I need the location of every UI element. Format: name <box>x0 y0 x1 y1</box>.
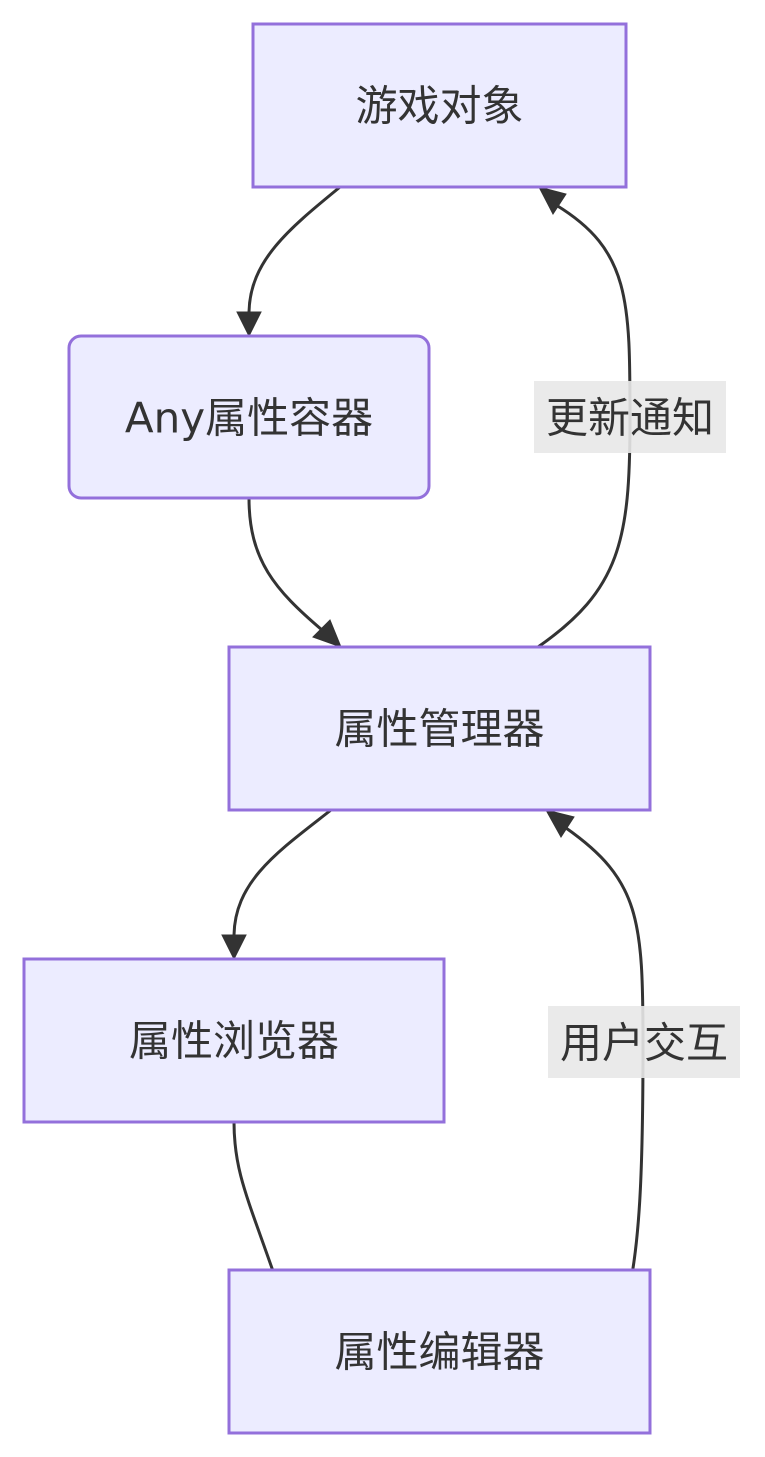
node-property-browser: 属性浏览器 <box>22 957 446 1124</box>
edge-any-container-to-manager <box>247 497 323 632</box>
svg-text:更新通知: 更新通知 <box>546 394 714 443</box>
svg-text:属性管理器: 属性管理器 <box>334 705 544 754</box>
node-property-editor: 属性编辑器 <box>227 1268 652 1435</box>
svg-text:用户交互: 用户交互 <box>560 1019 728 1068</box>
arrowhead-browser <box>221 934 247 961</box>
edge-game-object-to-any-container <box>247 185 341 313</box>
node-property-manager: 属性管理器 <box>227 645 652 812</box>
arrowhead-any-container <box>236 311 262 338</box>
svg-text:属性浏览器: 属性浏览器 <box>129 1017 339 1066</box>
node-any-container: Any属性容器 <box>67 334 431 500</box>
svg-text:属性编辑器: 属性编辑器 <box>334 1328 544 1377</box>
edge-label-update-notify: 更新通知 <box>534 381 726 453</box>
edge-manager-to-browser <box>232 808 332 936</box>
svg-text:游戏对象: 游戏对象 <box>355 82 523 131</box>
arrowhead-manager-from-container <box>312 619 342 648</box>
node-game-object: 游戏对象 <box>251 22 628 189</box>
arrowhead-manager-from-editor <box>545 809 575 838</box>
svg-text:Any属性容器: Any属性容器 <box>125 394 373 443</box>
edge-label-user-interaction: 用户交互 <box>548 1006 740 1078</box>
arrowhead-game-object <box>538 186 567 215</box>
